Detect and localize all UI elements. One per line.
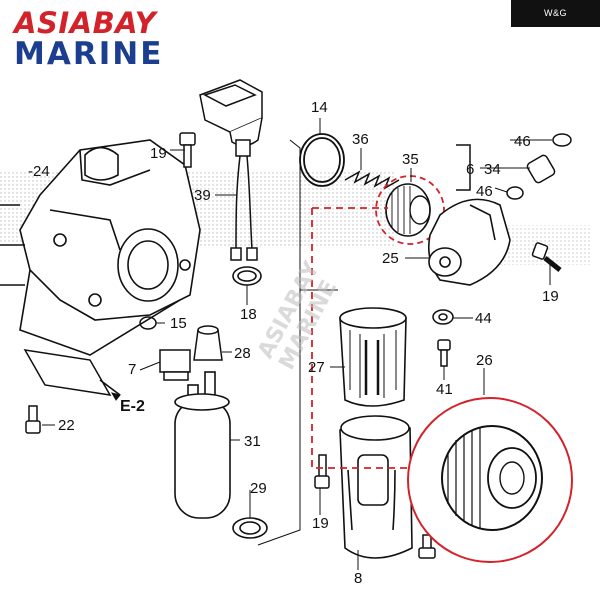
label-28: 28	[234, 345, 251, 362]
filter-35	[375, 175, 445, 245]
bolt-22	[25, 405, 41, 434]
badge-text: W&G	[544, 8, 567, 18]
ring-18	[232, 266, 262, 286]
label-e2: E-2	[120, 398, 145, 415]
label-22: 22	[58, 417, 75, 434]
watermark: ASIABAY MARINE	[253, 257, 342, 374]
bolt-19-right	[531, 242, 562, 272]
brand-logo: ASIABAY MARINE	[14, 8, 163, 70]
label-36: 36	[352, 131, 369, 148]
brand-line-2: MARINE	[14, 36, 164, 72]
label-19-lower: 19	[312, 515, 329, 532]
label-26: 26	[476, 352, 493, 369]
label-46-bottom: 46	[476, 183, 493, 200]
cover-25	[427, 198, 511, 286]
part-labels: -24 19 39 14 36 35 46 6 34 46 25 19 18 1…	[28, 99, 559, 587]
label-15: 15	[170, 315, 187, 332]
label-19-top: 19	[150, 145, 167, 162]
label-18: 18	[240, 306, 257, 323]
label-14: 14	[311, 99, 328, 116]
label-41: 41	[436, 381, 453, 398]
fuel-pump-31	[174, 371, 231, 519]
throttle-housing	[0, 139, 201, 356]
strainer-27	[339, 307, 407, 407]
label-35: 35	[402, 151, 419, 168]
mounting-plate	[23, 349, 112, 396]
label-25: 25	[382, 250, 399, 267]
label-27: 27	[308, 359, 325, 376]
highlight-box	[311, 207, 408, 469]
label-19-right: 19	[542, 288, 559, 305]
spring-36	[344, 170, 400, 190]
label-24: -24	[28, 163, 50, 180]
fitting-34	[456, 133, 572, 200]
bolt-19-top	[179, 132, 196, 168]
brand-line-1: ASIABAY	[14, 6, 157, 40]
label-39: 39	[194, 187, 211, 204]
label-44: 44	[475, 310, 492, 327]
zoom-detail-26	[407, 397, 573, 563]
wire-harness	[230, 139, 258, 261]
label-29: 29	[250, 480, 267, 497]
label-8: 8	[354, 570, 362, 587]
bolt-41	[437, 339, 451, 367]
corner-badge: W&G	[511, 0, 600, 27]
connector-7	[159, 349, 191, 381]
nut-44	[432, 309, 454, 325]
label-6: 6	[466, 161, 474, 178]
label-34: 34	[484, 161, 501, 178]
label-31: 31	[244, 433, 261, 450]
label-46-top: 46	[514, 133, 531, 150]
housing-8	[339, 415, 413, 559]
grommet-28	[193, 325, 223, 361]
sensor-connector	[199, 79, 263, 147]
leader-lines	[42, 118, 552, 570]
ring-29	[232, 517, 268, 539]
bolt-19-lower	[314, 454, 436, 559]
label-7: 7	[128, 361, 136, 378]
